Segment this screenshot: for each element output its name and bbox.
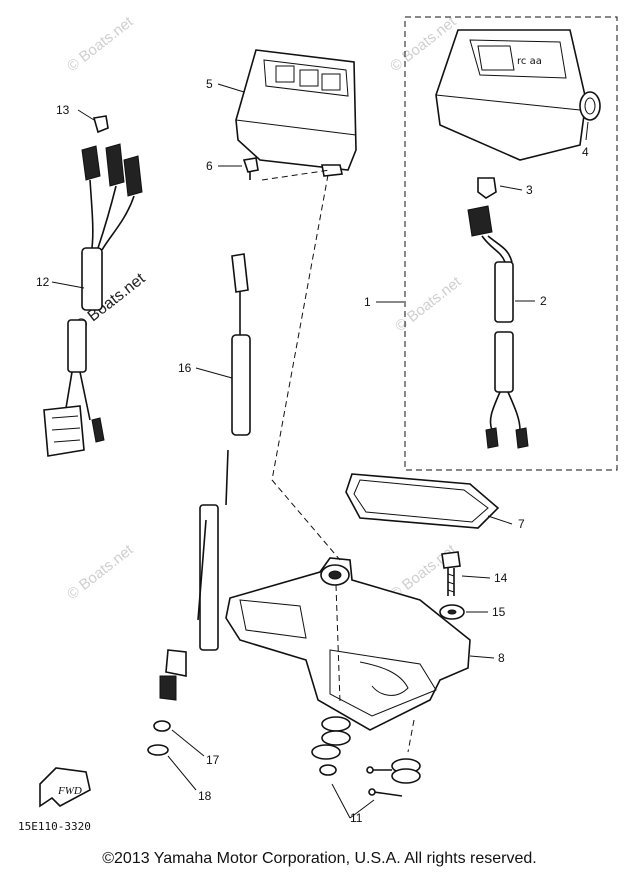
fwd-arrow: FWD: [39, 767, 91, 808]
callout-5: 5: [206, 77, 213, 91]
meter-housing-assy: rc aa: [435, 29, 601, 161]
callout-11: 11: [350, 811, 363, 825]
callout-7: 7: [518, 517, 525, 531]
grommets: [311, 716, 421, 797]
wiring-harness: [43, 115, 143, 457]
part-code: 15E110-3320: [18, 820, 91, 833]
watermark: © Boats.net: [64, 541, 137, 603]
speedometer-housing: [235, 49, 357, 177]
callout-labels: 13 12 5 6 3 4 1 2 16 7 14 15 8 17 18 11: [36, 77, 589, 825]
fwd-label: FWD: [57, 785, 82, 797]
callout-16: 16: [178, 361, 192, 375]
callout-8: 8: [498, 651, 505, 665]
watermark: © Boats.net: [64, 13, 137, 75]
washers-17-18: [147, 720, 171, 756]
bulb-socket-wire: [467, 177, 529, 449]
callout-1: 1: [364, 295, 371, 309]
bolt-washer: [439, 551, 465, 620]
callout-6: 6: [206, 159, 213, 173]
copyright-notice: ©2013 Yamaha Motor Corporation, U.S.A. A…: [102, 850, 537, 867]
screw-6: [242, 157, 259, 180]
callout-12: 12: [36, 275, 50, 289]
callout-18: 18: [198, 789, 212, 803]
leader-lines: [51, 83, 589, 819]
callout-17: 17: [206, 753, 220, 767]
assembly-outline: [404, 16, 618, 471]
svg-text:rc aa: rc aa: [517, 56, 542, 67]
speedometer-cable: [159, 253, 251, 701]
callout-14: 14: [494, 571, 508, 585]
meter-bracket: [225, 557, 471, 731]
callout-4: 4: [582, 145, 589, 159]
dash-line: [271, 174, 341, 561]
meter-cushion: [345, 473, 500, 529]
callout-2: 2: [540, 294, 547, 308]
callout-13: 13: [56, 103, 70, 117]
dash-line: [407, 719, 415, 753]
callout-15: 15: [492, 605, 506, 619]
callout-3: 3: [526, 183, 533, 197]
dash-line: [261, 169, 331, 181]
watermark: © Boats.net: [392, 273, 465, 335]
